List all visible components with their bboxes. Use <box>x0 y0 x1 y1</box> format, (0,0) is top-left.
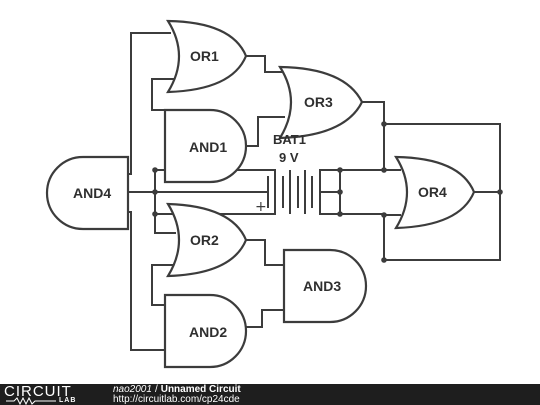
battery-plus-sign: + <box>255 199 267 215</box>
logo-wordmark: CIRCUIT <box>4 383 72 400</box>
gate-or4[interactable]: OR4 <box>393 155 476 230</box>
gate-and2-label: AND2 <box>189 324 227 340</box>
circuit-url-link[interactable]: http://circuitlab.com/cp24cde <box>113 394 240 405</box>
gate-and4[interactable]: AND4 <box>45 155 130 231</box>
circuit-schematic: OR1 OR3 OR2 OR4 AND1 AND2 AND3 AND4 B <box>45 19 503 369</box>
gate-and4-label: AND4 <box>73 185 111 201</box>
battery-voltage-label: 9 V <box>279 150 299 165</box>
battery-name-label: BAT1 <box>273 132 306 147</box>
gate-and3-label: AND3 <box>303 278 341 294</box>
gate-or3-label: OR3 <box>304 94 333 110</box>
gate-and3[interactable]: AND3 <box>282 248 368 324</box>
meta-title-line: nao2001/Unnamed Circuit <box>113 385 241 395</box>
gate-or2-label: OR2 <box>190 232 219 248</box>
circuitlab-logo[interactable]: CIRCUIT LAB <box>4 383 96 405</box>
gate-or2[interactable]: OR2 <box>166 202 248 278</box>
gate-or4-label: OR4 <box>418 184 447 200</box>
footer-bar: CIRCUIT LAB nao2001/Unnamed Circuit http… <box>0 383 540 405</box>
gate-or1-label: OR1 <box>190 48 219 64</box>
gate-and2[interactable]: AND2 <box>163 293 248 369</box>
meta-separator: / <box>154 384 158 395</box>
battery-bat1[interactable]: BAT1 9 V + <box>255 132 321 215</box>
logo-resistor-icon <box>6 397 56 405</box>
author-link[interactable]: nao2001 <box>113 384 152 395</box>
gate-and1-label: AND1 <box>189 139 227 155</box>
gate-and1[interactable]: AND1 <box>163 108 248 184</box>
logo-lab-text: LAB <box>59 397 77 404</box>
junction-dots <box>152 121 503 263</box>
gate-or1[interactable]: OR1 <box>165 19 248 94</box>
gate-or3[interactable]: OR3 <box>277 65 364 140</box>
circuit-title: Unnamed Circuit <box>160 384 241 395</box>
circuit-meta: nao2001/Unnamed Circuit http://circuitla… <box>113 385 241 405</box>
